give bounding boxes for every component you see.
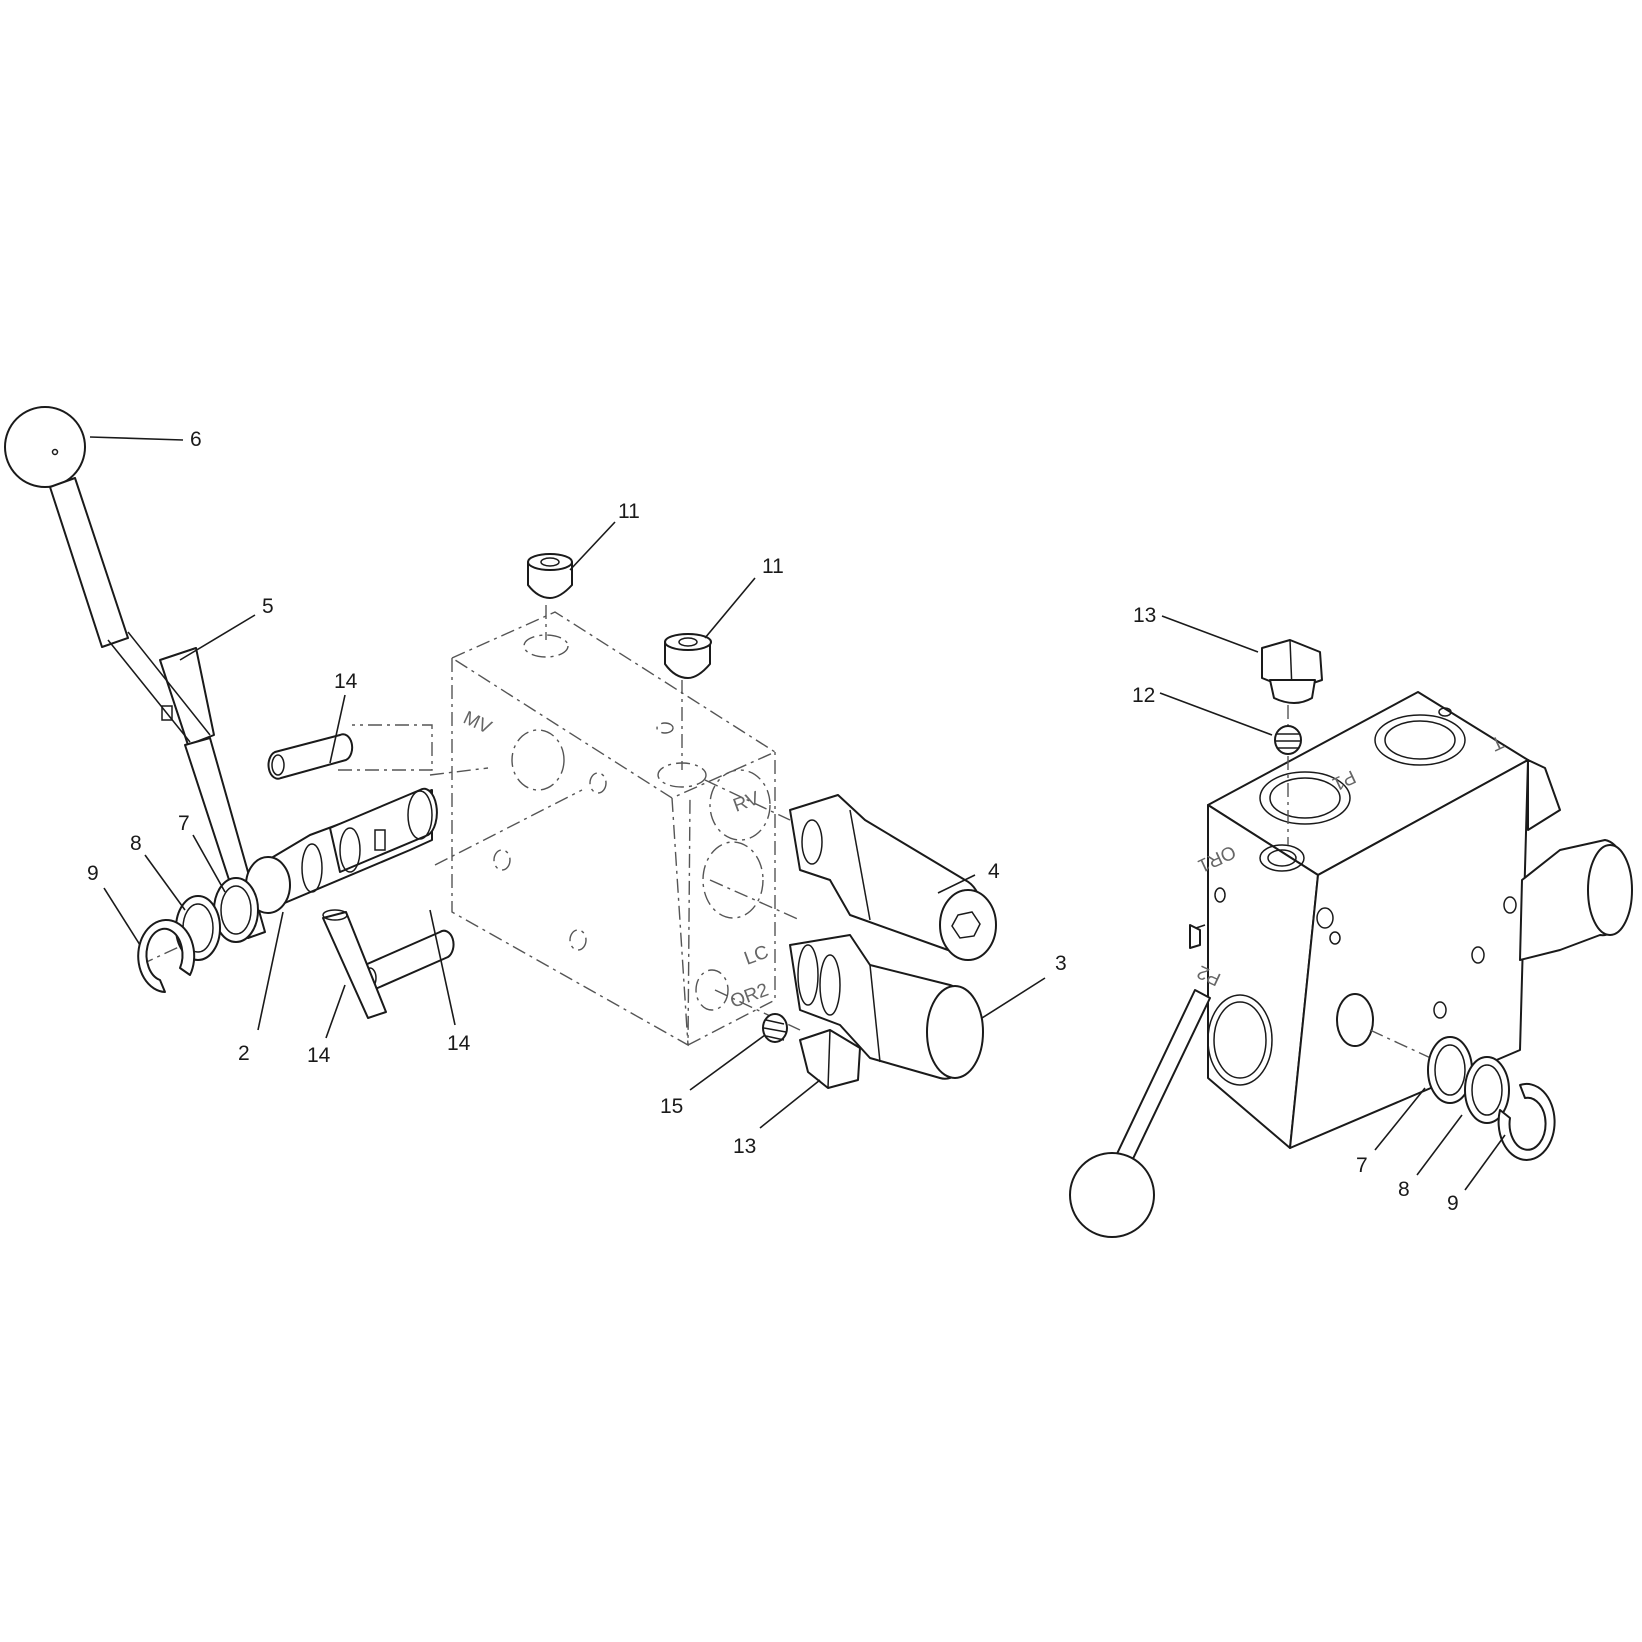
callout-numbers: 6 5 14 7 8 9 2 14 14 11 11 4 3 15 13 13 … [87, 428, 1459, 1215]
knob-ball-left [4, 406, 86, 488]
handle-lever-right [1114, 924, 1211, 1166]
knob-ball-right [1069, 1152, 1155, 1238]
hex-plug-right [1261, 639, 1323, 704]
backup-ring-right [1464, 1056, 1510, 1124]
logic-cartridge [789, 934, 984, 1080]
callout-6: 6 [190, 428, 202, 451]
orifice-left [762, 1013, 788, 1043]
relief-valve-cartridge [789, 794, 997, 961]
callout-3: 3 [1055, 952, 1067, 975]
callout-2: 2 [238, 1042, 250, 1065]
callout-8-left: 8 [130, 832, 142, 855]
callout-8-right: 8 [1398, 1178, 1410, 1201]
roll-pin-vertical [322, 909, 387, 1019]
callout-4: 4 [988, 860, 1000, 883]
retaining-ring-right [1497, 1082, 1556, 1161]
callout-7-left: 7 [178, 812, 190, 835]
callout-14-upper: 14 [334, 670, 358, 693]
callout-14-lower-right: 14 [447, 1032, 471, 1055]
plug-upper-right [664, 633, 712, 679]
leader-lines [89, 436, 1506, 1191]
callout-15: 15 [660, 1095, 683, 1118]
plug-upper-left [527, 553, 573, 599]
port-label-rv: RV [731, 788, 763, 817]
retaining-ring-left [137, 919, 196, 993]
callout-11-left: 11 [618, 500, 640, 523]
callout-9-right: 9 [1447, 1192, 1459, 1215]
callout-5: 5 [262, 595, 274, 618]
callout-12: 12 [1132, 684, 1155, 707]
callout-7-right: 7 [1356, 1154, 1368, 1177]
callout-14-lower-left: 14 [307, 1044, 331, 1067]
hex-plug-left [799, 1029, 861, 1089]
callout-9-left: 9 [87, 862, 99, 885]
roll-pin-upper [267, 733, 354, 780]
handle-lever-left [49, 477, 266, 939]
valve-spool [245, 787, 438, 914]
port-label-or2: OR2 [728, 980, 772, 1013]
right-side-cartridges [1519, 759, 1633, 961]
callout-11-right: 11 [762, 555, 784, 578]
orifice-right [1274, 725, 1302, 755]
port-label-lc: LC [742, 942, 772, 970]
callout-13-right: 13 [1133, 604, 1156, 627]
port-label-mv: MV [460, 707, 495, 738]
left-manifold-block [450, 611, 777, 1047]
callout-13-left: 13 [733, 1135, 756, 1158]
